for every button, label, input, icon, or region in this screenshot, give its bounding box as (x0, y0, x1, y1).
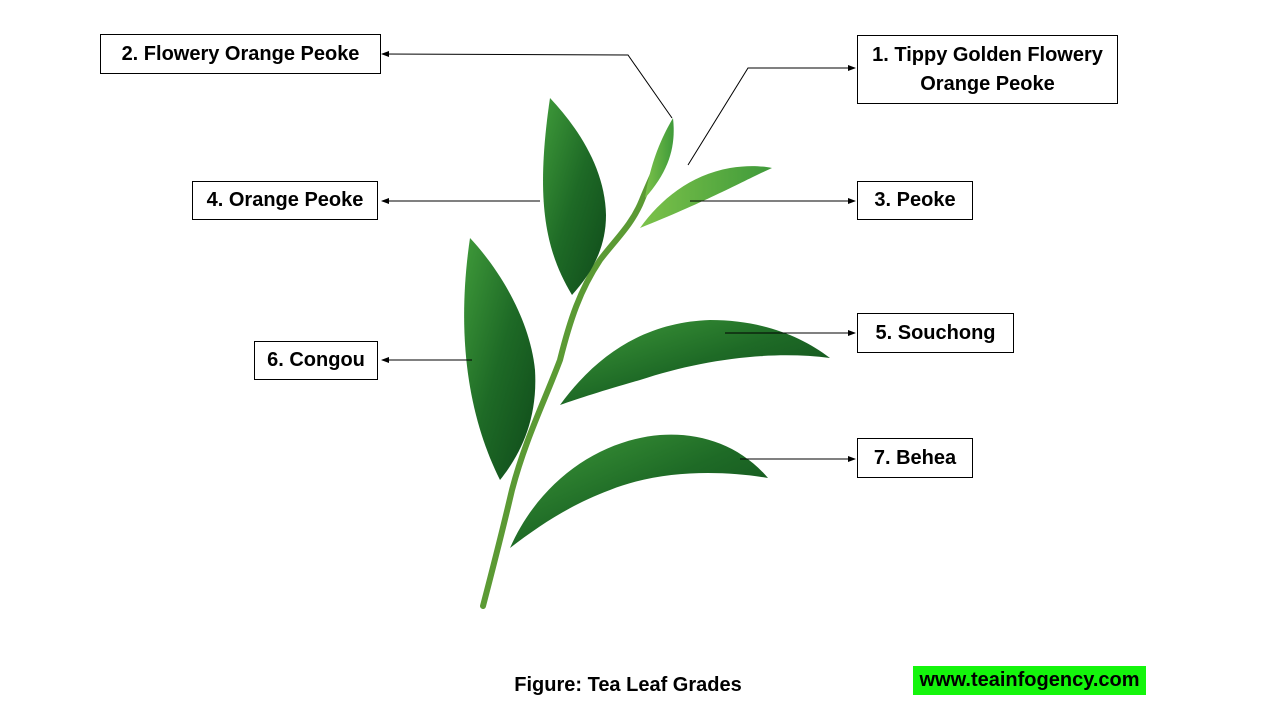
leaf-congou (464, 238, 536, 480)
label-grade1: 1. Tippy Golden Flowery Orange Peoke (857, 35, 1118, 104)
stem (480, 137, 671, 609)
label-grade7: 7. Behea (857, 438, 973, 478)
arrow-grade1 (687, 65, 856, 166)
label-grade3: 3. Peoke (857, 181, 973, 220)
figure-caption: Figure: Tea Leaf Grades (514, 674, 742, 696)
leaf-peoke (640, 166, 772, 228)
label-grade4: 4. Orange Peoke (192, 181, 378, 220)
leaf-orange-peoke (543, 98, 606, 295)
label-grade6: 6. Congou (254, 341, 378, 380)
label-grade1-line2: Orange Peoke (920, 72, 1055, 95)
website-badge: www.teainfogency.com (913, 666, 1146, 695)
leaf-souchong (560, 320, 830, 405)
label-grade1-line1: 1. Tippy Golden Flowery (872, 43, 1103, 66)
label-grade2: 2. Flowery Orange Peoke (100, 34, 381, 74)
leaf-bud (645, 118, 674, 198)
arrow-grade2 (381, 51, 673, 119)
label-grade5: 5. Souchong (857, 313, 1014, 353)
leaf-behea (510, 434, 768, 548)
